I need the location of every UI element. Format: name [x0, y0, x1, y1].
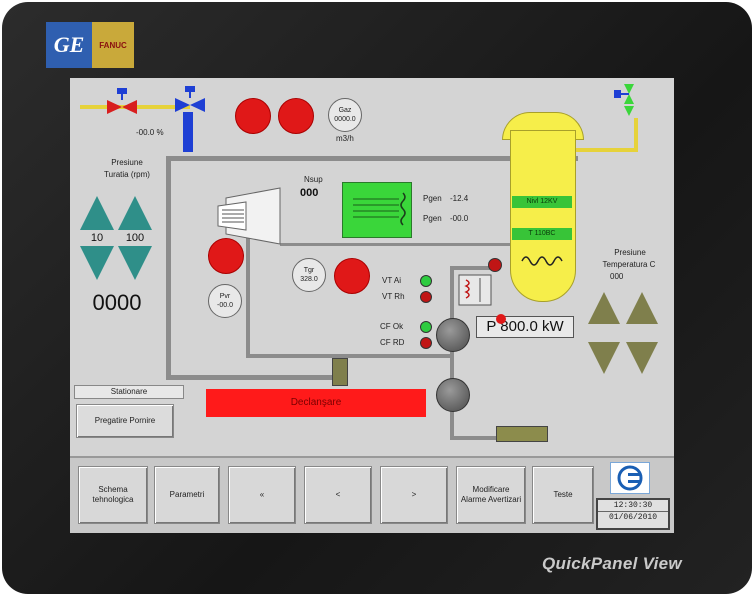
boiler-vessel [510, 130, 576, 302]
pipe-gen-right [280, 243, 512, 246]
indicator-label-cf-rd: CF RD [380, 338, 405, 347]
pgen-value: -12.4 [450, 194, 469, 203]
pump-2-icon[interactable] [436, 378, 470, 412]
pipe-valve-yellow [634, 118, 638, 152]
pipe-left-bottom [166, 375, 346, 380]
indicator-led-vt-ai [420, 275, 432, 287]
pump-1-icon[interactable] [436, 318, 470, 352]
ge-logo: GE [46, 22, 92, 68]
nav-button-prev[interactable]: < [304, 466, 372, 524]
right-pressure-title-1: Presiune [614, 248, 646, 257]
right-pressure-up-arrow-2[interactable] [626, 292, 658, 324]
prepare-start-button[interactable]: Pregatire Pornire [76, 404, 174, 438]
indicator-label-vt-rh: VT Rh [382, 292, 405, 301]
indicator-led-vt-rh [420, 291, 432, 303]
heat-exchanger-icon [458, 274, 492, 306]
boiler-inlet-led [488, 258, 502, 272]
turbine-icon [217, 187, 281, 245]
left-pressure-down-arrow-2[interactable] [118, 246, 152, 280]
hmi-screen: -00.0 % Gaz 0000.0 m3/h Presiune Turatia… [70, 78, 674, 533]
red-indicator-mid-1 [208, 238, 244, 274]
pipe-left-vertical [166, 156, 171, 378]
tgr-gauge-value: 328.0 [300, 276, 318, 283]
pipe-main-top [168, 156, 578, 161]
left-pressure-down-arrow-1[interactable] [80, 246, 114, 280]
indicator-led-cf-rd [420, 337, 432, 349]
clock-display: 12:30:30 01/06/2010 [596, 498, 670, 530]
generator-box [342, 182, 412, 238]
alarm-banner: Declanşare [206, 389, 426, 417]
right-pressure-value: 000 [610, 272, 624, 281]
nav-button-schema[interactable]: Schema tehnologica [78, 466, 148, 524]
pgen-label: Pgen [423, 194, 442, 203]
qgen-value: -00.0 [450, 214, 469, 223]
pipe-tank-line [450, 436, 510, 440]
blue-feed-pipe [183, 112, 193, 152]
pvr-gauge-label: Pvr [219, 293, 231, 300]
blue-valve-icon[interactable] [173, 84, 207, 116]
red-indicator-top-1 [235, 98, 271, 134]
boiler-level-2: T 110BC [512, 228, 572, 240]
boiler-level-1: Nivl 12KV [512, 196, 572, 208]
turbine-speed-value: 000 [300, 187, 319, 199]
brand-logo: GE FANUC [46, 22, 134, 68]
qgen-label: Pgen [423, 214, 442, 223]
left-pressure-up-arrow-1[interactable] [80, 196, 114, 230]
green-valve-icon[interactable] [614, 82, 644, 120]
red-valve-icon[interactable] [105, 86, 139, 116]
pipe-pump-top [450, 266, 500, 270]
nav-button-parametri[interactable]: Parametri [154, 466, 220, 524]
gas-gauge-value: 0000.0 [334, 116, 356, 123]
boiler-heater-icon [521, 256, 563, 266]
storage-tank [496, 426, 548, 442]
gas-gauge-unit: m3/h [336, 134, 354, 143]
pipe-pump-vertical [450, 268, 454, 438]
fanuc-logo: FANUC [92, 22, 134, 68]
power-alert-dot [496, 314, 506, 324]
gas-flow-gauge: Gaz 0000.0 [328, 98, 362, 132]
tgr-gauge-label: Tgr [303, 267, 315, 274]
coil-icon [353, 192, 406, 226]
pvr-gauge-value: -00.0 [217, 302, 233, 309]
left-pressure-title-2: Turatia (rpm) [104, 170, 150, 179]
red-indicator-mid-2 [334, 258, 370, 294]
station-label: Stationare [74, 385, 184, 399]
right-pressure-up-arrow-1[interactable] [588, 292, 620, 324]
clock-time: 12:30:30 [598, 500, 668, 512]
condensate-valve [332, 358, 348, 386]
nav-button-next[interactable]: > [380, 466, 448, 524]
nav-button-teste[interactable]: Teste [532, 466, 594, 524]
right-pressure-title-2: Temperatura C [602, 260, 656, 269]
gas-gauge-label: Gaz [338, 107, 352, 114]
device-brand-label: QuickPanel View [542, 554, 682, 573]
pipe-boiler-yellow [575, 148, 637, 152]
clock-date: 01/06/2010 [608, 513, 657, 522]
valve-percent-value: -00.0 % [136, 128, 164, 137]
pipe-condenser-line [246, 354, 452, 358]
power-display: P 800.0 kW [476, 316, 574, 338]
pipe-turbine-down [246, 228, 250, 358]
left-pressure-title-1: Presiune [111, 158, 143, 167]
pvr-gauge: Pvr -00.0 [208, 284, 242, 318]
right-pressure-down-arrow-1[interactable] [588, 342, 620, 374]
footer-nav-bar: Schema tehnologica Parametri « < > Modif… [70, 456, 674, 533]
red-indicator-top-2 [278, 98, 314, 134]
tgr-gauge: Tgr 328.0 [292, 258, 326, 292]
indicator-label-vt-ai: VT Ai [382, 276, 401, 285]
nav-button-alarme[interactable]: Modificare Alarme Avertizari [456, 466, 526, 524]
rpm-counter: 0000 [92, 290, 142, 315]
left-pressure-up-arrow-2[interactable] [118, 196, 152, 230]
right-pressure-down-arrow-2[interactable] [626, 342, 658, 374]
company-logo-icon [610, 462, 650, 494]
indicator-led-cf-ok [420, 321, 432, 333]
nav-button-first[interactable]: « [228, 466, 296, 524]
left-pressure-value-2: 100 [125, 232, 145, 244]
turbine-speed-label: Nsup [304, 175, 323, 184]
left-pressure-value-1: 10 [90, 232, 104, 244]
indicator-label-cf-ok: CF Ok [380, 322, 404, 331]
